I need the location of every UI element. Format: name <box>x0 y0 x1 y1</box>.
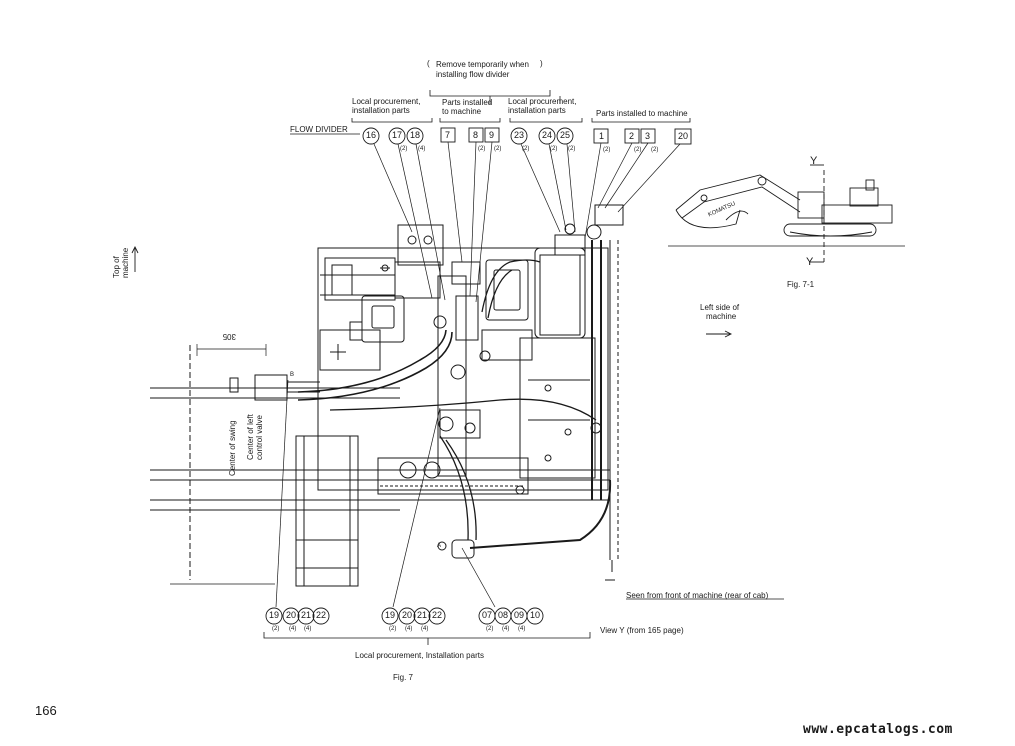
callout-top: 1 <box>599 131 605 141</box>
callout-top: 18 <box>410 130 421 140</box>
top-of-machine-line1: Top of <box>112 256 121 278</box>
seen-from-front: Seen from front of machine (rear of cab) <box>626 591 769 600</box>
view-y: View Y (from 165 page) <box>600 626 684 635</box>
leader-lines <box>275 141 681 608</box>
qty-top: (4) <box>418 146 426 152</box>
qty-top: (2) <box>400 146 408 152</box>
local-procurement-bottom: Local procurement, Installation parts <box>355 651 484 660</box>
header-brackets <box>351 90 691 123</box>
callout-bottom: 19 <box>385 610 396 620</box>
callout-top: 2 <box>629 131 635 141</box>
qty-bottom: (4) <box>405 626 413 632</box>
qty-top: (2) <box>522 146 530 152</box>
flow-divider-label: FLOW DIVIDER <box>290 125 348 134</box>
bracket-close: ) <box>540 59 543 68</box>
marker-a: A <box>437 543 442 549</box>
local-procurement-2-line2: installation parts <box>508 106 566 115</box>
callout-bottom: 21 <box>301 610 312 620</box>
bottom-callout-shapes <box>265 607 544 625</box>
local-procurement-1-line2: installation parts <box>352 106 410 115</box>
qty-top: (2) <box>568 146 576 152</box>
qty-bottom: (4) <box>289 626 297 632</box>
dimension-305: 305 <box>222 332 236 341</box>
qty-bottom: (2) <box>272 626 280 632</box>
y-label-bottom: Y <box>806 256 814 268</box>
page-number: 166 <box>35 703 57 718</box>
callout-bottom: 21 <box>417 610 428 620</box>
bottom-brackets <box>263 632 591 645</box>
qty-bottom: (4) <box>502 626 510 632</box>
qty-top: (2) <box>478 146 486 152</box>
callout-top: 16 <box>366 130 377 140</box>
callout-bottom: 22 <box>432 610 443 620</box>
y-label-top: Y <box>810 155 818 167</box>
machine-frame <box>150 204 624 587</box>
callout-bottom: 07 <box>482 610 493 620</box>
qty-bottom: (4) <box>421 626 429 632</box>
qty-bottom: (2) <box>486 626 494 632</box>
center-left-valve-line1: Center of left <box>246 414 255 460</box>
callout-top: 3 <box>645 131 651 141</box>
callout-bottom: 22 <box>316 610 327 620</box>
qty-top: (2) <box>651 147 659 153</box>
parts-installed-2: Parts installed to machine <box>596 109 688 118</box>
excavator-sketch <box>668 164 905 263</box>
qty-bottom: (4) <box>304 626 312 632</box>
marker-b: B <box>290 372 295 378</box>
callout-bottom: 09 <box>514 610 525 620</box>
qty-top: (2) <box>634 147 642 153</box>
parts-installed-1-line1: Parts installed <box>442 98 493 107</box>
top-of-machine-line2: machine <box>121 247 130 278</box>
callout-top: 23 <box>514 130 525 140</box>
watermark: www.epcatalogs.com <box>803 722 953 737</box>
callout-top: 25 <box>560 130 571 140</box>
local-procurement-1-line1: Local procurement, <box>352 97 421 106</box>
callout-bottom: 10 <box>530 610 541 620</box>
bracket-open: ( <box>427 59 430 68</box>
left-side-line2: machine <box>706 312 737 321</box>
callout-bottom: 19 <box>269 610 280 620</box>
callout-top: 9 <box>489 130 495 140</box>
qty-bottom: (4) <box>518 626 526 632</box>
fig-7-1: Fig. 7-1 <box>787 280 815 289</box>
callout-top: 24 <box>542 130 553 140</box>
callout-top: 17 <box>392 130 403 140</box>
center-of-swing: Center of swing <box>228 420 237 476</box>
fig-7: Fig. 7 <box>393 673 414 682</box>
local-procurement-2-line1: Local procurement, <box>508 97 577 106</box>
center-left-valve-line2: control valve <box>255 415 264 460</box>
callout-top: 20 <box>678 131 689 141</box>
callout-bottom: 20 <box>286 610 297 620</box>
remove-note-line2: installing flow divider <box>436 70 510 79</box>
left-side-line1: Left side of <box>700 303 740 312</box>
qty-top: (2) <box>550 146 558 152</box>
callout-bottom: 20 <box>402 610 413 620</box>
callout-top: 7 <box>445 130 451 140</box>
callout-top: 8 <box>473 130 479 140</box>
qty-bottom: (2) <box>389 626 397 632</box>
direction-arrows <box>131 245 733 338</box>
remove-note-line1: Remove temporarily when <box>436 60 529 69</box>
qty-top: (2) <box>494 146 502 152</box>
qty-top: (2) <box>603 147 611 153</box>
callout-bottom: 08 <box>498 610 509 620</box>
parts-installed-1-line2: to machine <box>442 107 482 116</box>
